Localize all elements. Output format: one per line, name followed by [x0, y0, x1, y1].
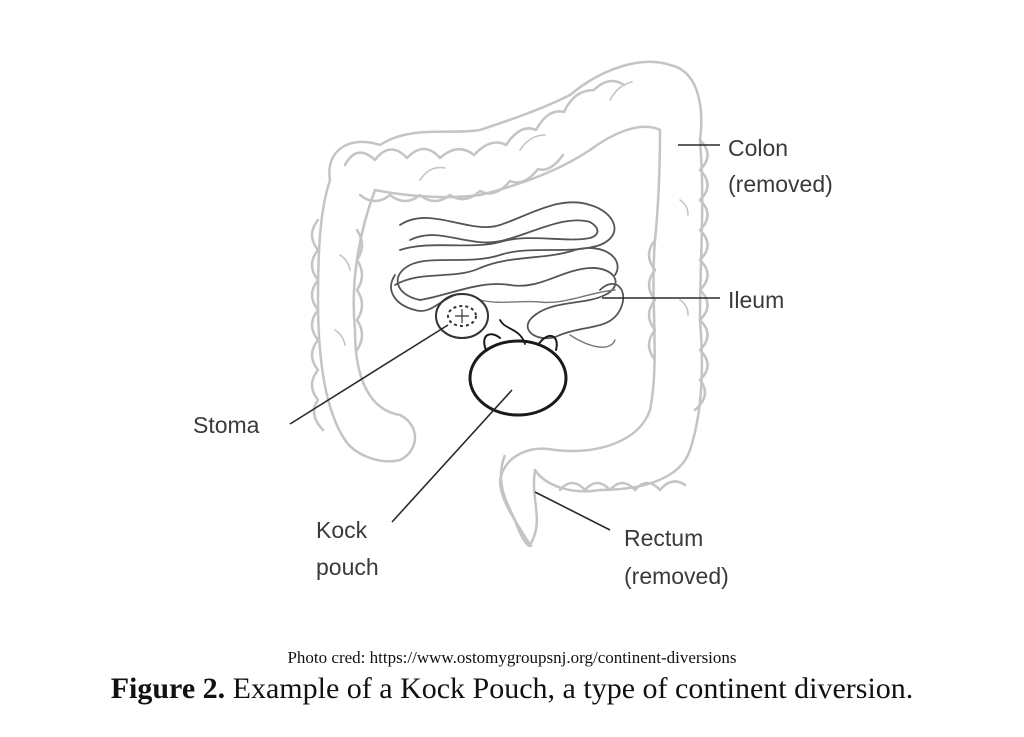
- rectum-leader-line: [534, 491, 611, 531]
- stoma-label: Stoma: [193, 412, 260, 438]
- kock-pouch-leader-line: [391, 389, 513, 523]
- colon-removed-label: (removed): [728, 171, 833, 197]
- photo-credit: Photo cred: https://www.ostomygroupsnj.o…: [287, 648, 737, 667]
- kock-label: Kock: [316, 517, 368, 543]
- kock-pouch-shape: [468, 319, 568, 417]
- caption-text: Example of a Kock Pouch, a type of conti…: [225, 672, 914, 705]
- small-intestine-loops: [390, 201, 625, 348]
- figure-number: Figure 2.: [110, 672, 226, 705]
- rectum-label: Rectum: [624, 525, 703, 551]
- pouch-label: pouch: [316, 554, 379, 580]
- rectum-shape: [499, 454, 533, 548]
- figure-caption: Figure 2. Example of a Kock Pouch, a typ…: [0, 672, 1024, 706]
- leader-lines: [289, 144, 720, 531]
- rectum-removed-label: (removed): [624, 563, 729, 589]
- stoma-shape: [435, 293, 489, 339]
- ileum-label: Ileum: [728, 287, 784, 313]
- colon-label: Colon: [728, 135, 788, 161]
- stoma-leader-line: [289, 324, 449, 425]
- colon-outline: [310, 60, 709, 547]
